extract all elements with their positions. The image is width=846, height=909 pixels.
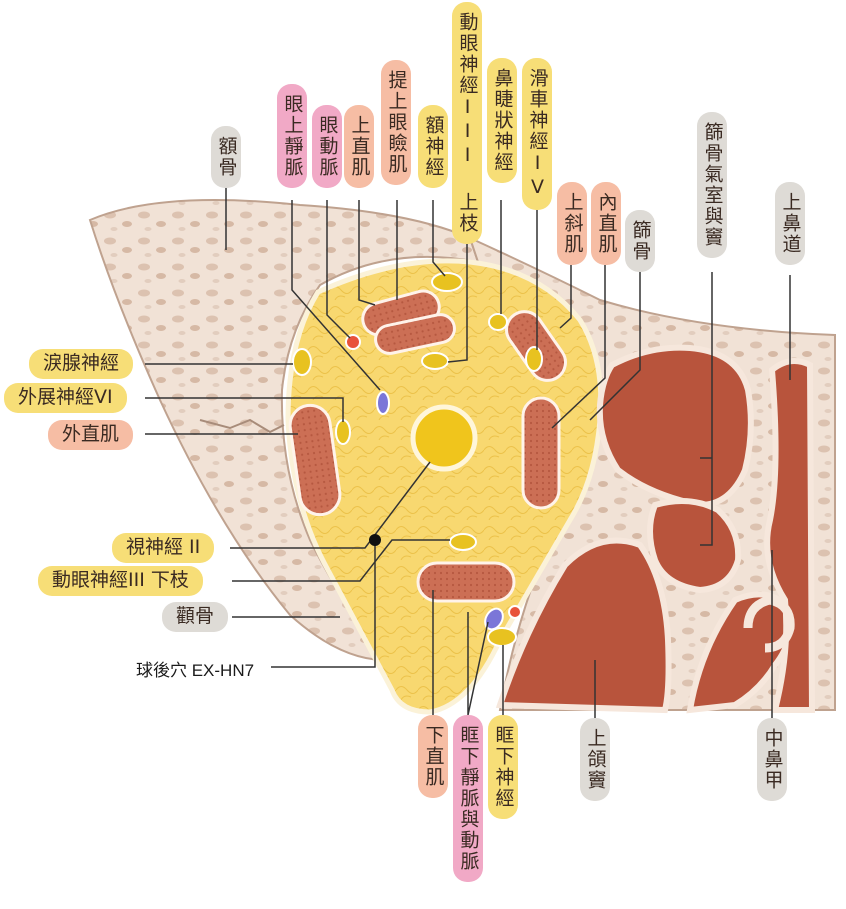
label-inferior-rectus: 下直肌	[418, 715, 448, 798]
frontal-nerve-dot	[432, 273, 462, 291]
acupoint-marker	[369, 534, 381, 546]
label-infraorbital-nerve: 眶下神經	[488, 715, 518, 819]
infraorbital-artery-dot	[509, 606, 521, 618]
ethmoid-sinus-lower	[650, 501, 738, 590]
sup-ophthalmic-vein-dot	[377, 392, 389, 414]
label-lateral-rectus: 外直肌	[48, 420, 133, 450]
label-ethmoid-sinus: 篩骨氣室與竇	[697, 112, 727, 258]
optic-nerve	[413, 407, 475, 469]
label-middle-concha: 中鼻甲	[757, 718, 787, 801]
label-optic-nerve: 視神經 II	[112, 533, 214, 563]
abducens-nerve-dot	[336, 420, 350, 444]
lacrimal-nerve-dot	[293, 349, 311, 375]
label-frontal-nerve: 額神經	[418, 105, 448, 188]
label-frontal-bone: 額骨	[211, 126, 241, 188]
label-infraorbital-vessels: 眶下靜脈與動脈	[453, 715, 483, 882]
label-abducens-nerve: 外展神經VI	[4, 383, 127, 413]
oculomotor-inferior-dot	[450, 534, 476, 550]
label-ethmoid-bone: 篩骨	[625, 210, 655, 272]
label-superior-meatus: 上鼻道	[775, 182, 805, 265]
label-lacrimal-nerve: 淚腺神經	[29, 349, 133, 379]
medial-rectus-muscle	[523, 398, 559, 508]
label-superior-oblique: 上斜肌	[557, 182, 587, 265]
label-oculomotor-inferior: 動眼神經III 下枝	[38, 566, 203, 596]
nasociliary-nerve-dot	[489, 314, 507, 330]
trochlear-nerve-dot	[526, 347, 542, 371]
label-levator: 提上眼瞼肌	[381, 60, 411, 185]
label-superior-rectus: 上直肌	[344, 105, 374, 188]
label-nasociliary-nerve: 鼻睫狀神經	[487, 58, 517, 183]
label-maxillary-sinus: 上頜竇	[580, 718, 610, 801]
label-trochlear-nerve: 滑車神經IV	[522, 58, 552, 210]
label-zygomatic-bone: 顴骨	[162, 602, 228, 632]
infraorbital-nerve-dot	[488, 628, 516, 646]
label-ophthalmic-artery: 眼動脈	[312, 105, 342, 188]
label-oculomotor-superior: 動眼神經III 上枝	[452, 2, 482, 244]
label-medial-rectus: 內直肌	[591, 182, 621, 265]
oculomotor-superior-dot	[422, 353, 448, 369]
label-sup-ophthalmic-vein: 眼上靜脈	[277, 84, 307, 188]
label-acupoint: 球後穴 EX-HN7	[136, 656, 254, 681]
